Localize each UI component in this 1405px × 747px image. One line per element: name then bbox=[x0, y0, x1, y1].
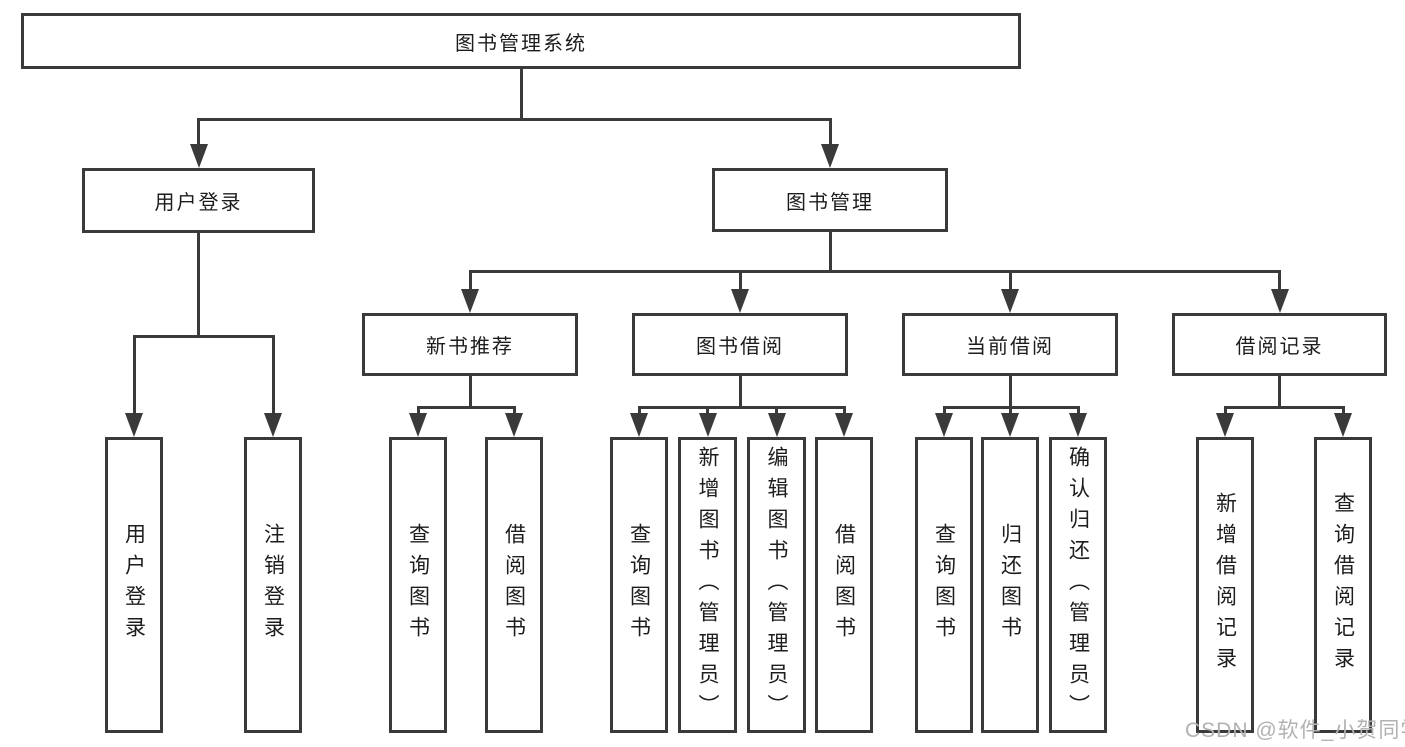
node-label: 用户登录 bbox=[122, 523, 146, 647]
node-leaf-borrow-book-2: 借阅图书 bbox=[815, 437, 873, 733]
arrow-down-icon bbox=[125, 413, 143, 437]
csdn-watermark: CSDN @软件_小贺同学 bbox=[1185, 719, 1405, 742]
arrow-down-icon bbox=[630, 413, 648, 437]
node-label: 查询借阅记录 bbox=[1331, 492, 1355, 678]
connector-rail bbox=[1223, 406, 1345, 409]
connector-drop bbox=[1223, 406, 1227, 419]
connector-stem bbox=[1008, 376, 1012, 409]
node-book-mgmt: 图书管理 bbox=[712, 168, 948, 232]
connector-drop bbox=[416, 406, 420, 419]
node-label: 查询图书 bbox=[932, 523, 956, 647]
arrow-down-icon bbox=[505, 413, 523, 437]
node-label: 图书管理 bbox=[786, 191, 874, 214]
connector-drop bbox=[271, 335, 275, 419]
arrow-down-icon bbox=[1001, 413, 1019, 437]
node-leaf-query-book-2: 查询图书 bbox=[610, 437, 668, 733]
connector-drop bbox=[468, 270, 472, 295]
node-label: 当前借阅 bbox=[966, 336, 1054, 358]
node-label: 编辑图书（管理员） bbox=[765, 445, 788, 725]
arrow-down-icon bbox=[767, 413, 786, 437]
node-label: 借阅图书 bbox=[502, 523, 526, 647]
connector-drop bbox=[1341, 406, 1345, 419]
connector-stem bbox=[738, 376, 742, 409]
node-label: 图书借阅 bbox=[696, 336, 784, 358]
node-user-login: 用户登录 bbox=[82, 168, 315, 233]
arrow-down-icon bbox=[409, 413, 427, 437]
node-leaf-user-login: 用户登录 bbox=[105, 437, 163, 733]
connector-drop bbox=[132, 335, 136, 419]
arrow-down-icon bbox=[264, 413, 282, 437]
connector-drop bbox=[1008, 270, 1012, 295]
node-leaf-add-record: 新增借阅记录 bbox=[1196, 437, 1254, 733]
connector-drop bbox=[1008, 406, 1012, 419]
arrow-down-icon bbox=[1270, 289, 1289, 313]
node-label: 新增借阅记录 bbox=[1213, 492, 1237, 678]
node-label: 用户登录 bbox=[154, 192, 243, 214]
node-label: 新书推荐 bbox=[426, 336, 514, 358]
node-label: 确认归还（管理员） bbox=[1066, 445, 1090, 725]
arrow-down-icon bbox=[1216, 413, 1234, 437]
connector-stem bbox=[519, 69, 523, 121]
node-label: 新增图书（管理员） bbox=[696, 445, 719, 725]
arrow-down-icon bbox=[835, 413, 853, 437]
node-new-book: 新书推荐 bbox=[362, 313, 578, 376]
connector-stem bbox=[1278, 376, 1281, 409]
connector-drop bbox=[842, 406, 846, 419]
node-leaf-query-book-3: 查询图书 bbox=[915, 437, 973, 733]
node-book-borrow: 图书借阅 bbox=[632, 313, 848, 376]
node-leaf-edit-book: 编辑图书（管理员） bbox=[747, 437, 806, 733]
arrow-down-icon bbox=[935, 413, 953, 437]
connector-drop bbox=[512, 406, 516, 419]
connector-drop bbox=[942, 406, 946, 419]
connector-rail bbox=[132, 335, 275, 338]
connector-rail bbox=[197, 118, 832, 121]
node-label: 注销登录 bbox=[261, 523, 285, 647]
connector-rail bbox=[468, 270, 1281, 273]
connector-drop bbox=[828, 118, 832, 150]
node-leaf-borrow-book-1: 借阅图书 bbox=[485, 437, 543, 733]
node-root: 图书管理系统 bbox=[21, 13, 1021, 69]
arrow-down-icon bbox=[698, 413, 717, 437]
connector-drop bbox=[1076, 406, 1080, 419]
node-label: 借阅图书 bbox=[832, 523, 856, 647]
arrow-down-icon bbox=[1001, 289, 1019, 313]
connector-drop bbox=[775, 406, 778, 419]
node-borrow-rec: 借阅记录 bbox=[1172, 313, 1387, 376]
node-leaf-query-book-1: 查询图书 bbox=[389, 437, 447, 733]
connector-drop bbox=[197, 118, 200, 150]
node-leaf-confirm-ret: 确认归还（管理员） bbox=[1049, 437, 1107, 733]
connector-rail bbox=[416, 406, 516, 409]
node-leaf-return-book: 归还图书 bbox=[981, 437, 1039, 733]
arrow-down-icon bbox=[189, 144, 208, 168]
node-label: 查询图书 bbox=[627, 523, 651, 647]
node-label: 查询图书 bbox=[406, 523, 430, 647]
connector-drop bbox=[706, 406, 709, 419]
arrow-down-icon bbox=[1334, 413, 1352, 437]
node-leaf-logout: 注销登录 bbox=[244, 437, 302, 733]
connector-drop bbox=[1278, 270, 1281, 295]
arrow-down-icon bbox=[821, 144, 839, 168]
arrow-down-icon bbox=[731, 289, 749, 313]
connector-stem bbox=[197, 233, 200, 338]
node-label: 借阅记录 bbox=[1235, 336, 1324, 358]
connector-stem bbox=[828, 232, 832, 273]
node-label: 图书管理系统 bbox=[455, 32, 587, 55]
node-label: 归还图书 bbox=[998, 523, 1022, 647]
node-leaf-add-book: 新增图书（管理员） bbox=[678, 437, 737, 733]
connector-drop bbox=[637, 406, 641, 419]
arrow-down-icon bbox=[461, 289, 479, 313]
connector-stem bbox=[468, 376, 472, 409]
node-leaf-query-record: 查询借阅记录 bbox=[1314, 437, 1372, 733]
arrow-down-icon bbox=[1069, 413, 1087, 437]
node-cur-borrow: 当前借阅 bbox=[902, 313, 1118, 376]
connector-drop bbox=[738, 270, 742, 295]
connector-rail bbox=[637, 406, 846, 409]
